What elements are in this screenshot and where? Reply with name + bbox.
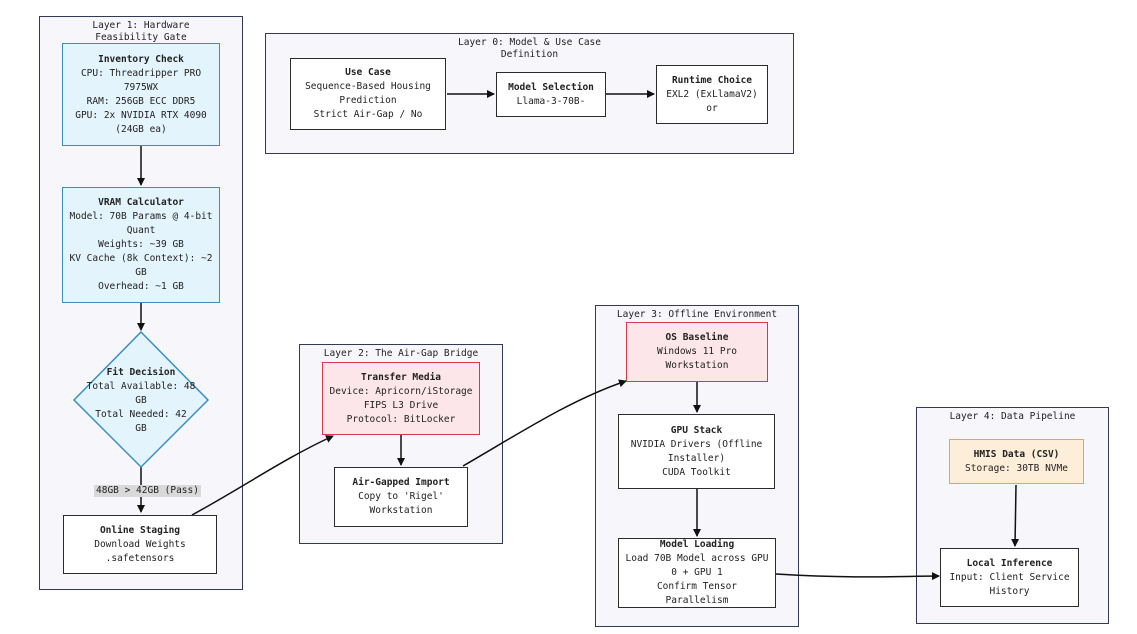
runtime-title: Runtime Choice [671,74,753,86]
vram-line: KV Cache (8k Context): ~2 [69,253,213,264]
gpu-title: GPU Stack [670,424,723,436]
loading-line: Confirm Tensor Parallelism [656,581,738,606]
inventory-line: RAM: 256GB ECC DDR5 [86,95,196,107]
staging-line: Download Weights [94,538,186,550]
airgap-line: Copy to 'Rigel' [358,491,444,502]
air-gapped-import-node: Air-Gapped Import Copy to 'Rigel' Workst… [334,467,468,527]
transfer-line: Device: Apricorn/iStorage [329,385,473,397]
vram-line: Model: 70B Params @ 4-bit [69,211,213,222]
gpu-line: NVIDIA Drivers (Offline [630,438,763,450]
layer-2-title: Layer 2: The Air-Gap Bridge [323,348,479,359]
airgap-line: Workstation [369,505,433,516]
staging-title: Online Staging [99,524,181,536]
vram-line: Quant [126,225,156,236]
inventory-line: 7975WX [123,81,159,93]
gpu-line: CUDA Toolkit [662,466,731,478]
edge-staging-transfer [191,435,334,516]
transfer-line: Protocol: BitLocker [346,413,456,425]
transfer-media-node: Transfer Media Device: Apricorn/iStorage… [322,362,480,435]
online-staging-node: Online Staging Download Weights .safeten… [63,515,217,574]
os-title: OS Baseline [665,332,729,343]
edge-hmis-inference [1011,484,1020,547]
usecase-line: Prediction [339,95,397,106]
runtime-line: EXL2 (ExLlamaV2) [666,88,758,100]
usecase-line: Sequence-Based Housing [305,81,431,92]
gpu-stack-node: GPU Stack NVIDIA Drivers (Offline Instal… [618,414,775,489]
fit-line: Total Needed: 42 [95,409,187,420]
use-case-node: Use Case Sequence-Based Housing Predicti… [290,58,446,130]
model-selection-node: Model Selection Llama-3-70B- [496,72,606,117]
vram-line: Weights: ~39 GB [98,239,184,250]
runtime-choice-node: Runtime Choice EXL2 (ExLlamaV2) or [656,65,768,124]
vram-line: Overhead: ~1 GB [98,281,184,292]
loading-line: 0 + GPU 1 [671,567,723,578]
airgap-title: Air-Gapped Import [352,477,450,488]
loading-line: Load 70B Model across GPU [625,553,769,564]
edge-airgap-os [462,379,627,467]
local-inference-node: Local Inference Input: Client Service Hi… [940,548,1079,607]
fit-decision-diamond [72,330,210,469]
fit-line: GB [135,395,147,406]
hmis-line: Storage: 30TB NVMe [965,462,1068,474]
layer-4-title: Layer 4: Data Pipeline [949,411,1076,422]
usecase-line: Strict Air-Gap / No [313,109,423,120]
hmis-title: HMIS Data (CSV) [973,448,1060,460]
transfer-line: FIPS L3 Drive [363,399,439,411]
inventory-title: Inventory Check [98,53,184,65]
fit-line: GB [135,423,147,434]
inventory-check-node: Inventory Check CPU: Threadripper PRO 79… [62,43,220,146]
gpu-line: Installer) [667,452,726,464]
pass-edge-label: 48GB > 42GB (Pass) [94,485,201,497]
os-line: Windows 11 Pro [656,346,738,357]
os-line: Workstation [665,360,729,371]
vram-calculator-node: VRAM Calculator Model: 70B Params @ 4-bi… [62,187,220,303]
hmis-data-node: HMIS Data (CSV) Storage: 30TB NVMe [949,439,1084,484]
layer-0-title: Layer 0: Model & Use Case Definition [458,37,601,60]
usecase-title: Use Case [345,67,391,78]
inference-line: History [989,585,1030,597]
inference-title: Local Inference [966,557,1053,569]
edge-loading-inference [775,572,940,581]
model-title: Model Selection [508,81,594,93]
vram-line: GB [135,267,147,278]
vram-title: VRAM Calculator [98,197,184,208]
inventory-line: CPU: Threadripper PRO [80,67,202,79]
layer-1-title: Layer 1: Hardware Feasibility Gate [92,20,190,43]
transfer-title: Transfer Media [360,371,442,383]
staging-line: .safetensors [105,552,175,564]
model-loading-node: Model Loading Load 70B Model across GPU … [618,538,776,608]
model-line: Llama-3-70B- [516,95,586,107]
inventory-line: GPU: 2x NVIDIA RTX 4090 [75,109,207,121]
inventory-line: (24GB ea) [115,123,167,135]
loading-title: Model Loading [659,539,735,550]
fit-title: Fit Decision [106,367,176,378]
fit-decision-text: Fit Decision Total Available: 48 GB Tota… [86,366,196,436]
runtime-line: or [706,102,718,114]
layer-3-title: Layer 3: Offline Environment [616,309,778,320]
os-baseline-node: OS Baseline Windows 11 Pro Workstation [626,322,768,382]
fit-line: Total Available: 48 [86,381,196,392]
inference-line: Input: Client Service [949,571,1070,583]
